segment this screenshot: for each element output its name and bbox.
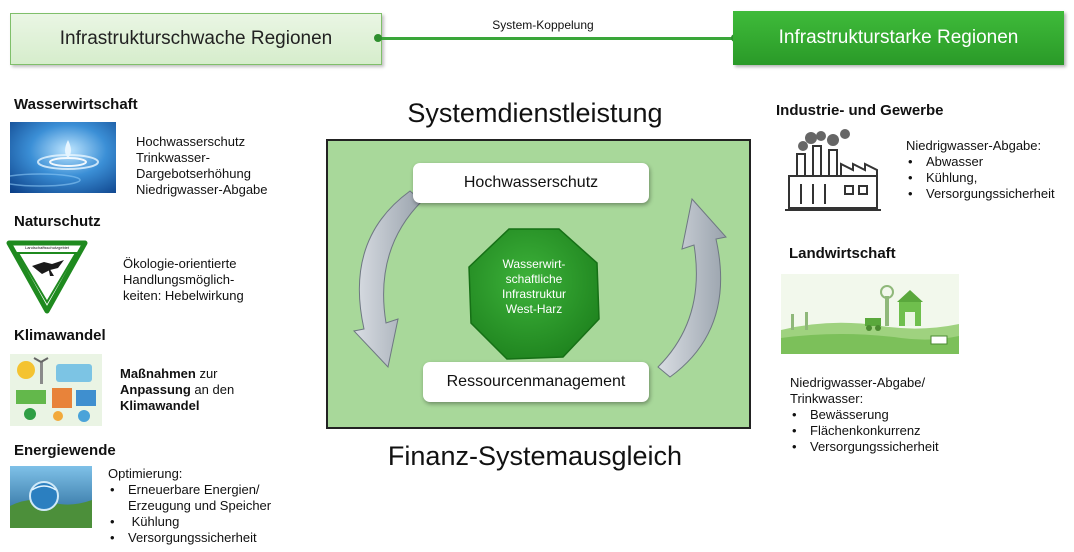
energie-heading: Energiewende bbox=[14, 442, 116, 459]
coupling-label: System-Koppelung bbox=[492, 18, 594, 32]
natur-line: Handlungsmöglich- bbox=[123, 272, 235, 287]
nature-reserve-sign-icon: Landschaftsschutzgebiet bbox=[6, 240, 88, 314]
core-line: schaftliche bbox=[505, 272, 563, 286]
klima-rest-1: zur bbox=[195, 366, 218, 381]
resource-management-box: Ressourcenmanagement bbox=[423, 362, 649, 402]
wasser-line: Hochwasserschutz bbox=[136, 134, 246, 149]
land-intro-line: Trinkwasser: bbox=[790, 391, 864, 406]
natur-line: Ökologie-orientierte bbox=[123, 256, 237, 271]
klima-text: Maßnahmen zur Anpassung an den Klimawand… bbox=[120, 366, 290, 414]
klima-bold-1: Maßnahmen bbox=[120, 366, 196, 381]
system-service-title: Systemdienstleistung bbox=[407, 98, 663, 128]
industrie-heading: Industrie- und Gewerbe bbox=[776, 102, 944, 119]
list-item: Abwasser bbox=[906, 154, 1074, 170]
coupling-dot-left bbox=[374, 34, 382, 42]
wasser-line: Niedrigwasser-Abgabe bbox=[136, 182, 268, 197]
nature-sign-label: Landschaftsschutzgebiet bbox=[24, 245, 70, 250]
core-line: West-Harz bbox=[505, 302, 563, 316]
wasser-line: Dargebotserhöhung bbox=[136, 166, 251, 181]
core-line: Wasserwirt- bbox=[502, 257, 566, 271]
core-line: Infrastruktur bbox=[501, 287, 567, 301]
natur-heading: Naturschutz bbox=[14, 213, 101, 230]
klima-bold-2: Anpassung bbox=[120, 382, 191, 397]
klima-rest-2: an den bbox=[190, 382, 235, 397]
wasser-heading: Wasserwirtschaft bbox=[14, 96, 138, 113]
factory-icon bbox=[783, 126, 883, 216]
core-text: Wasserwirt- schaftliche Infrastruktur We… bbox=[469, 257, 599, 317]
list-item: Versorgungssicherheit bbox=[790, 439, 990, 455]
energy-transition-image bbox=[10, 466, 92, 528]
weak-regions-label: Infrastrukturschwache Regionen bbox=[59, 28, 333, 49]
list-item: Kühlung bbox=[108, 514, 308, 530]
strong-regions-label: Infrastrukturstarke Regionen bbox=[778, 27, 1019, 48]
natur-line: keiten: Hebelwirkung bbox=[123, 288, 244, 303]
climate-adaptation-image bbox=[10, 354, 102, 426]
flood-protection-label: Hochwasserschutz bbox=[463, 174, 599, 191]
natur-text: Ökologie-orientierte Handlungsmöglich- k… bbox=[123, 256, 293, 304]
list-item: Kühlung, bbox=[906, 170, 1074, 186]
energie-intro: Optimierung: bbox=[108, 466, 183, 481]
energie-list: Erneuerbare Energien/ Erzeugung und Spei… bbox=[108, 482, 308, 546]
flood-protection-box: Hochwasserschutz bbox=[413, 163, 649, 203]
coupling-line bbox=[378, 37, 735, 40]
land-heading: Landwirtschaft bbox=[789, 245, 896, 262]
finance-balance-title: Finanz-Systemausgleich bbox=[387, 441, 683, 471]
wasser-text: Hochwasserschutz Trinkwasser- Dargebotse… bbox=[136, 134, 286, 198]
land-intro: Niedrigwasser-Abgabe/ Trinkwasser: bbox=[790, 375, 925, 407]
land-list: Bewässerung Flächenkonkurrenz Versorgung… bbox=[790, 407, 990, 455]
water-drop-image bbox=[10, 122, 116, 193]
weak-regions-box: Infrastrukturschwache Regionen bbox=[10, 13, 382, 65]
list-item: Erneuerbare Energien/ Erzeugung und Spei… bbox=[108, 482, 308, 514]
klima-bold-3: Klimawandel bbox=[120, 398, 200, 413]
resource-management-label: Ressourcenmanagement bbox=[446, 373, 626, 390]
klima-heading: Klimawandel bbox=[14, 327, 106, 344]
list-item: Flächenkonkurrenz bbox=[790, 423, 990, 439]
strong-regions-box: Infrastrukturstarke Regionen bbox=[733, 11, 1064, 65]
industrie-intro: Niedrigwasser-Abgabe: bbox=[906, 138, 1042, 153]
core-octagon bbox=[468, 228, 600, 360]
list-item: Versorgungssicherheit bbox=[906, 186, 1074, 202]
wasser-line: Trinkwasser- bbox=[136, 150, 210, 165]
farm-image bbox=[781, 274, 959, 354]
list-item: Bewässerung bbox=[790, 407, 990, 423]
land-intro-line: Niedrigwasser-Abgabe/ bbox=[790, 375, 926, 390]
industrie-list: Abwasser Kühlung, Versorgungssicherheit bbox=[906, 154, 1074, 202]
cycle-arrows bbox=[353, 190, 727, 378]
list-item: Versorgungssicherheit bbox=[108, 530, 308, 546]
